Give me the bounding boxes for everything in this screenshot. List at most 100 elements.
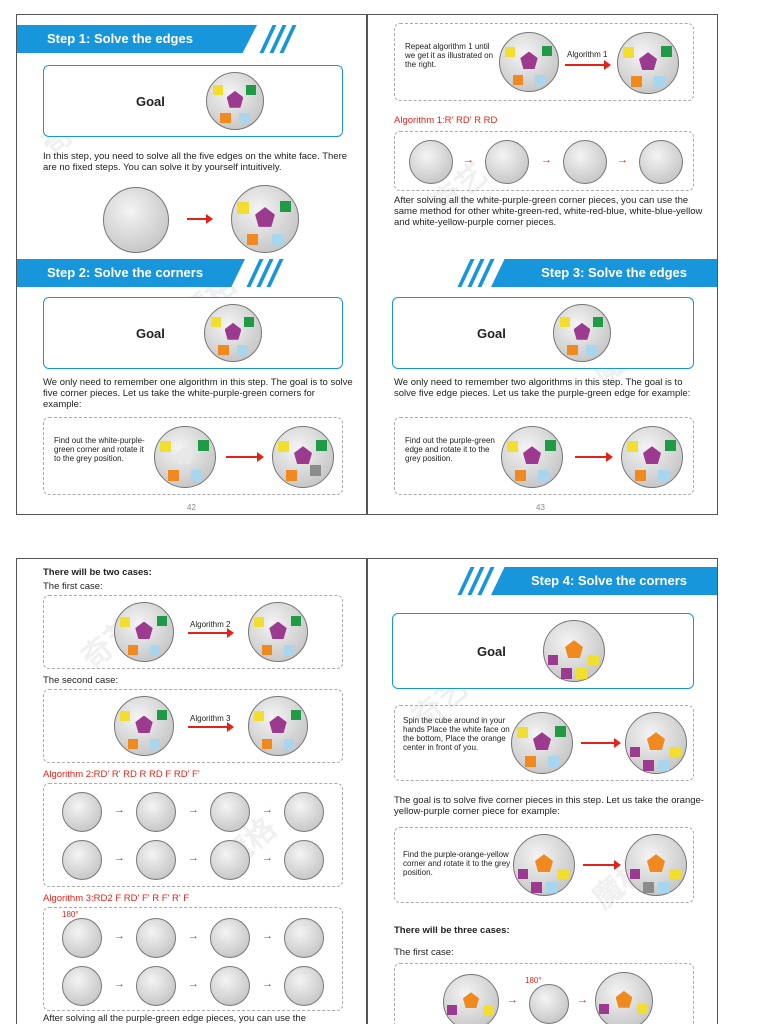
page-number: 43 (536, 503, 545, 512)
cube-image (154, 426, 216, 488)
cube-image (284, 918, 324, 958)
cube-image (231, 185, 299, 253)
cube-image (284, 840, 324, 880)
first-case-box: → 180° → (394, 963, 694, 1024)
first-case-label: The first case: (394, 947, 454, 958)
algorithm1-label: Algorithm 1 (567, 50, 608, 59)
step2-text: We only need to remember one algorithm i… (43, 377, 353, 410)
cube-image (62, 966, 102, 1006)
goal-label: Goal (136, 94, 165, 109)
arrow-icon: → (262, 978, 273, 990)
arrow-icon: → (188, 804, 199, 816)
arrow-icon: → (463, 154, 474, 166)
goal-box-2: Goal (43, 297, 343, 369)
page-number: 42 (187, 503, 196, 512)
top-spread: 奇艺 魔格 Step 1: Solve the edges Goal In th… (16, 14, 718, 515)
step4-banner: Step 4: Solve the corners (491, 567, 717, 595)
goal-box-1: Goal (43, 65, 343, 137)
algorithm3-label: Algorithm 3 (190, 714, 231, 723)
example-box: Find the purple-orange-yellow corner and… (394, 827, 694, 903)
arrow-icon: → (114, 978, 125, 990)
second-case-box: Algorithm 3 (43, 689, 343, 763)
cube-image (206, 72, 264, 130)
cube-image (210, 966, 250, 1006)
algorithm1-moves: Algorithm 1:R' RD' R RD (394, 115, 498, 126)
arrow-icon: → (507, 994, 518, 1006)
page-43: 奇艺 魔格 Repeat algorithm 1 until we get it… (367, 14, 718, 515)
cube-image (409, 140, 453, 184)
goal-text: The goal is to solve five corner pieces … (394, 795, 704, 817)
goal-box-3: Goal (392, 297, 694, 369)
banner-stripes (246, 259, 289, 287)
cube-image (136, 966, 176, 1006)
arrow-icon (187, 214, 213, 224)
cube-image (62, 918, 102, 958)
cube-image (485, 140, 529, 184)
goal-label: Goal (477, 326, 506, 341)
cube-image (62, 840, 102, 880)
cube-image (136, 840, 176, 880)
cube-image (617, 32, 679, 94)
step2-title: Step 2: Solve the corners (47, 265, 204, 280)
cube-image (210, 918, 250, 958)
cases-title: There will be two cases: (43, 567, 152, 578)
find-text: Find out the white-purple-green corner a… (54, 436, 145, 463)
step1-banner: Step 1: Solve the edges (17, 25, 257, 53)
algorithm3-box: 180° → → → → → → (43, 907, 343, 1011)
arrow-icon: → (262, 804, 273, 816)
arrow-icon: → (262, 930, 273, 942)
arrow-icon: → (114, 804, 125, 816)
cube-image (114, 602, 174, 662)
cases-title: There will be three cases: (394, 925, 510, 936)
algorithm2-label: Algorithm 2 (190, 620, 231, 629)
algorithm1-box: → → → (394, 131, 694, 191)
arrow-icon (188, 722, 234, 732)
arrow-icon (565, 60, 611, 70)
cube-image (210, 792, 250, 832)
rotation-label: 180° (525, 976, 542, 985)
step3-title: Step 3: Solve the edges (541, 265, 687, 280)
second-case-label: The second case: (43, 675, 118, 686)
cube-image (248, 602, 308, 662)
arrow-icon: → (114, 930, 125, 942)
step3-banner: Step 3: Solve the edges (491, 259, 717, 287)
arrow-icon: → (262, 852, 273, 864)
cube-image (511, 712, 573, 774)
cube-image (284, 792, 324, 832)
cube-image (621, 426, 683, 488)
rotation-label: 180° (62, 910, 79, 919)
spin-box: Spin the cube around in your hands Place… (394, 705, 694, 781)
cube-image (136, 792, 176, 832)
cube-image (563, 140, 607, 184)
arrow-icon: → (541, 154, 552, 166)
algorithm2-box: → → → → → → (43, 783, 343, 887)
cube-image (543, 620, 605, 682)
cube-image (284, 966, 324, 1006)
cube-image (248, 696, 308, 756)
page-45: 奇艺 魔格 Step 4: Solve the corners Goal Spi… (367, 558, 718, 1024)
find-text: Find the purple-orange-yellow corner and… (403, 850, 511, 877)
banner-stripes (259, 25, 302, 53)
algorithm3-moves: Algorithm 3:RD2 F RD' F' R F' R' F (43, 893, 190, 904)
cube-image (625, 834, 687, 896)
arrow-icon (188, 628, 234, 638)
cube-image (553, 304, 611, 362)
cube-image (204, 304, 262, 362)
example-box: Find out the purple-green edge and rotat… (394, 417, 694, 495)
cube-image (443, 974, 499, 1024)
bottom-spread: 奇艺 魔格 There will be two cases: The first… (16, 558, 718, 1024)
cube-image (639, 140, 683, 184)
goal-label: Goal (136, 326, 165, 341)
cube-image (103, 187, 169, 253)
cube-image (499, 32, 559, 92)
step2-banner: Step 2: Solve the corners (17, 259, 245, 287)
cube-image (210, 840, 250, 880)
arrow-icon (583, 860, 621, 870)
arrow-icon: → (617, 154, 628, 166)
find-text: Find out the purple-green edge and rotat… (405, 436, 495, 463)
step3-text: We only need to remember two algorithms … (394, 377, 691, 399)
after-text: After solving all the purple-green edge … (43, 1013, 306, 1024)
goal-label: Goal (477, 644, 506, 659)
arrow-icon: → (188, 930, 199, 942)
repeat-box: Repeat algorithm 1 until we get it as il… (394, 23, 694, 101)
